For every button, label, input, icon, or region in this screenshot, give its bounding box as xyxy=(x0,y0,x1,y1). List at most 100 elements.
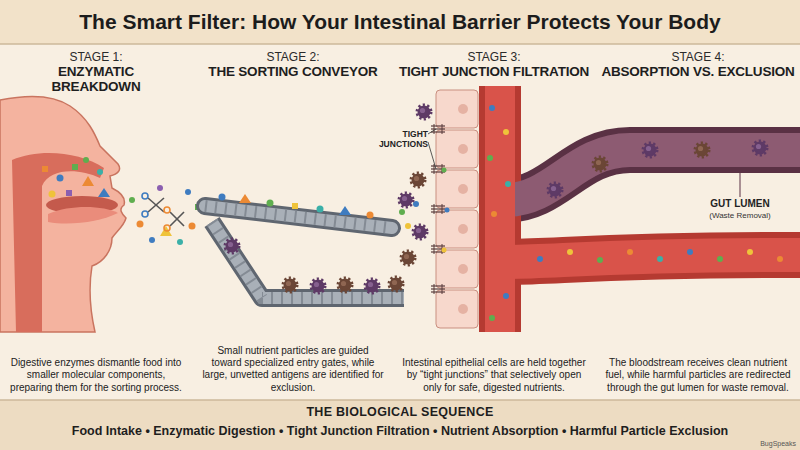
nutrient-particle xyxy=(49,191,56,198)
stage-number: STAGE 4: xyxy=(671,50,724,64)
epithelial-wall xyxy=(428,90,478,328)
cell-nucleus xyxy=(458,184,468,194)
nutrient-particle xyxy=(189,223,196,230)
nutrient-particle xyxy=(717,256,723,262)
tight-junction xyxy=(431,124,445,134)
bloodstream-tube xyxy=(505,255,800,262)
upper-belt-surface xyxy=(205,206,392,228)
nutrient-particle xyxy=(83,157,89,163)
stage-number: STAGE 1: xyxy=(69,50,122,64)
scissor-handle xyxy=(142,211,148,217)
cell-nucleus xyxy=(458,304,468,314)
antigen xyxy=(312,280,325,293)
scissor-handle xyxy=(142,193,148,199)
sequence-band-fill xyxy=(0,400,800,450)
food-particles xyxy=(42,157,201,245)
nutrient-particle xyxy=(185,189,191,195)
scissor-blade xyxy=(170,212,184,226)
antigen xyxy=(402,252,415,265)
watermark: BugSpeaks xyxy=(730,440,796,447)
antigen xyxy=(412,174,425,187)
nutrient-particle xyxy=(98,188,110,197)
nutrient-particle xyxy=(129,197,135,203)
antigen xyxy=(644,144,657,157)
nutrient-particle xyxy=(405,223,411,229)
nutrient-particle xyxy=(747,249,753,255)
antigen xyxy=(414,226,427,239)
conveyor-belt xyxy=(205,206,404,298)
nutrient-particle xyxy=(489,105,495,111)
stage-heading: ABSORPTION VS. EXCLUSION xyxy=(601,64,794,79)
nutrient-particle xyxy=(137,221,144,228)
antigens xyxy=(226,106,431,293)
nutrient-particle xyxy=(442,248,447,253)
antigen xyxy=(696,144,709,157)
cell-nucleus xyxy=(458,264,468,274)
callout-label: GUT LUMEN xyxy=(690,198,790,209)
leader-line xyxy=(428,129,436,134)
callout-note: (Waste Removal) xyxy=(690,211,790,220)
antigen xyxy=(549,184,562,197)
cell-nucleus xyxy=(458,104,468,114)
nutrient-particle xyxy=(491,211,497,217)
nutrient-particle xyxy=(445,208,450,213)
nutrient-particle xyxy=(442,168,447,173)
nutrient-particle xyxy=(399,209,405,215)
sequence-text: Food Intake • Enzymatic Digestion • Tigh… xyxy=(72,424,728,438)
antigen xyxy=(400,194,413,207)
stage-panel: STAGE 2:THE SORTING CONVEYOR Small nutrie… xyxy=(198,48,388,394)
cell-nucleus xyxy=(458,144,468,154)
nutrient-particle xyxy=(160,226,172,236)
antigen xyxy=(390,278,403,291)
nutrient-particle xyxy=(339,206,351,215)
epithelial-cell xyxy=(436,210,478,248)
gut-lumen-tube xyxy=(505,150,800,200)
nutrient-particle xyxy=(292,203,298,209)
nutrient-particle xyxy=(777,256,783,262)
antigen xyxy=(226,240,239,253)
gut-lumen-interior xyxy=(505,150,800,200)
title-rule xyxy=(0,43,800,45)
nutrient-particle xyxy=(317,206,324,213)
head-outline xyxy=(0,97,126,332)
stage-panel: STAGE 1:ENZYMATIC BREAKDOWNDigestive enz… xyxy=(2,48,190,394)
epithelial-cell xyxy=(436,90,478,128)
antigen xyxy=(594,158,607,171)
antigen xyxy=(339,279,352,292)
leader-line xyxy=(740,172,741,197)
nutrient-particle xyxy=(177,239,183,245)
stage-heading: TIGHT JUNCTION FILTRATION xyxy=(399,64,589,79)
nutrient-particle xyxy=(567,249,573,255)
nutrient-particle xyxy=(657,256,663,262)
nutrient-particle xyxy=(72,164,78,170)
nutrient-particle xyxy=(489,315,495,321)
stage-panel: STAGE 4:ABSORPTION VS. EXCLUSION The bloo… xyxy=(600,48,796,394)
stage-heading: THE SORTING CONVEYOR xyxy=(208,64,377,79)
upper-belt xyxy=(205,206,392,228)
stage-number: STAGE 2: xyxy=(266,50,319,64)
scissor-blade xyxy=(170,212,184,226)
nutrient-particle xyxy=(97,169,103,175)
callout-label: TIGHT JUNCTIONS xyxy=(372,129,428,149)
blood-vessel xyxy=(479,86,521,332)
nutrient-particle xyxy=(503,129,509,135)
scissor-handle xyxy=(164,225,170,231)
stage-description: Small nutrient particles are guided towa… xyxy=(198,345,388,394)
tight-junction xyxy=(431,204,445,214)
belt-stripes xyxy=(205,206,392,228)
antigen xyxy=(754,142,767,155)
sequence-heading: THE BIOLOGICAL SEQUENCE xyxy=(306,405,493,419)
nutrient-particle xyxy=(687,249,693,255)
nutrient-particle xyxy=(239,194,251,203)
page-title: The Smart Filter: How Your Intestinal Ba… xyxy=(0,0,800,44)
scissor-blade xyxy=(148,198,164,212)
epithelial-cell xyxy=(436,130,478,168)
tongue xyxy=(48,207,118,223)
scissor-blade xyxy=(148,198,164,212)
blood-vessel-interior xyxy=(485,86,515,332)
nutrient-particle xyxy=(487,155,493,161)
stage-description: The bloodstream receives clean nutrient … xyxy=(600,357,796,394)
nutrient-particle xyxy=(505,181,511,187)
antigen xyxy=(284,279,297,292)
